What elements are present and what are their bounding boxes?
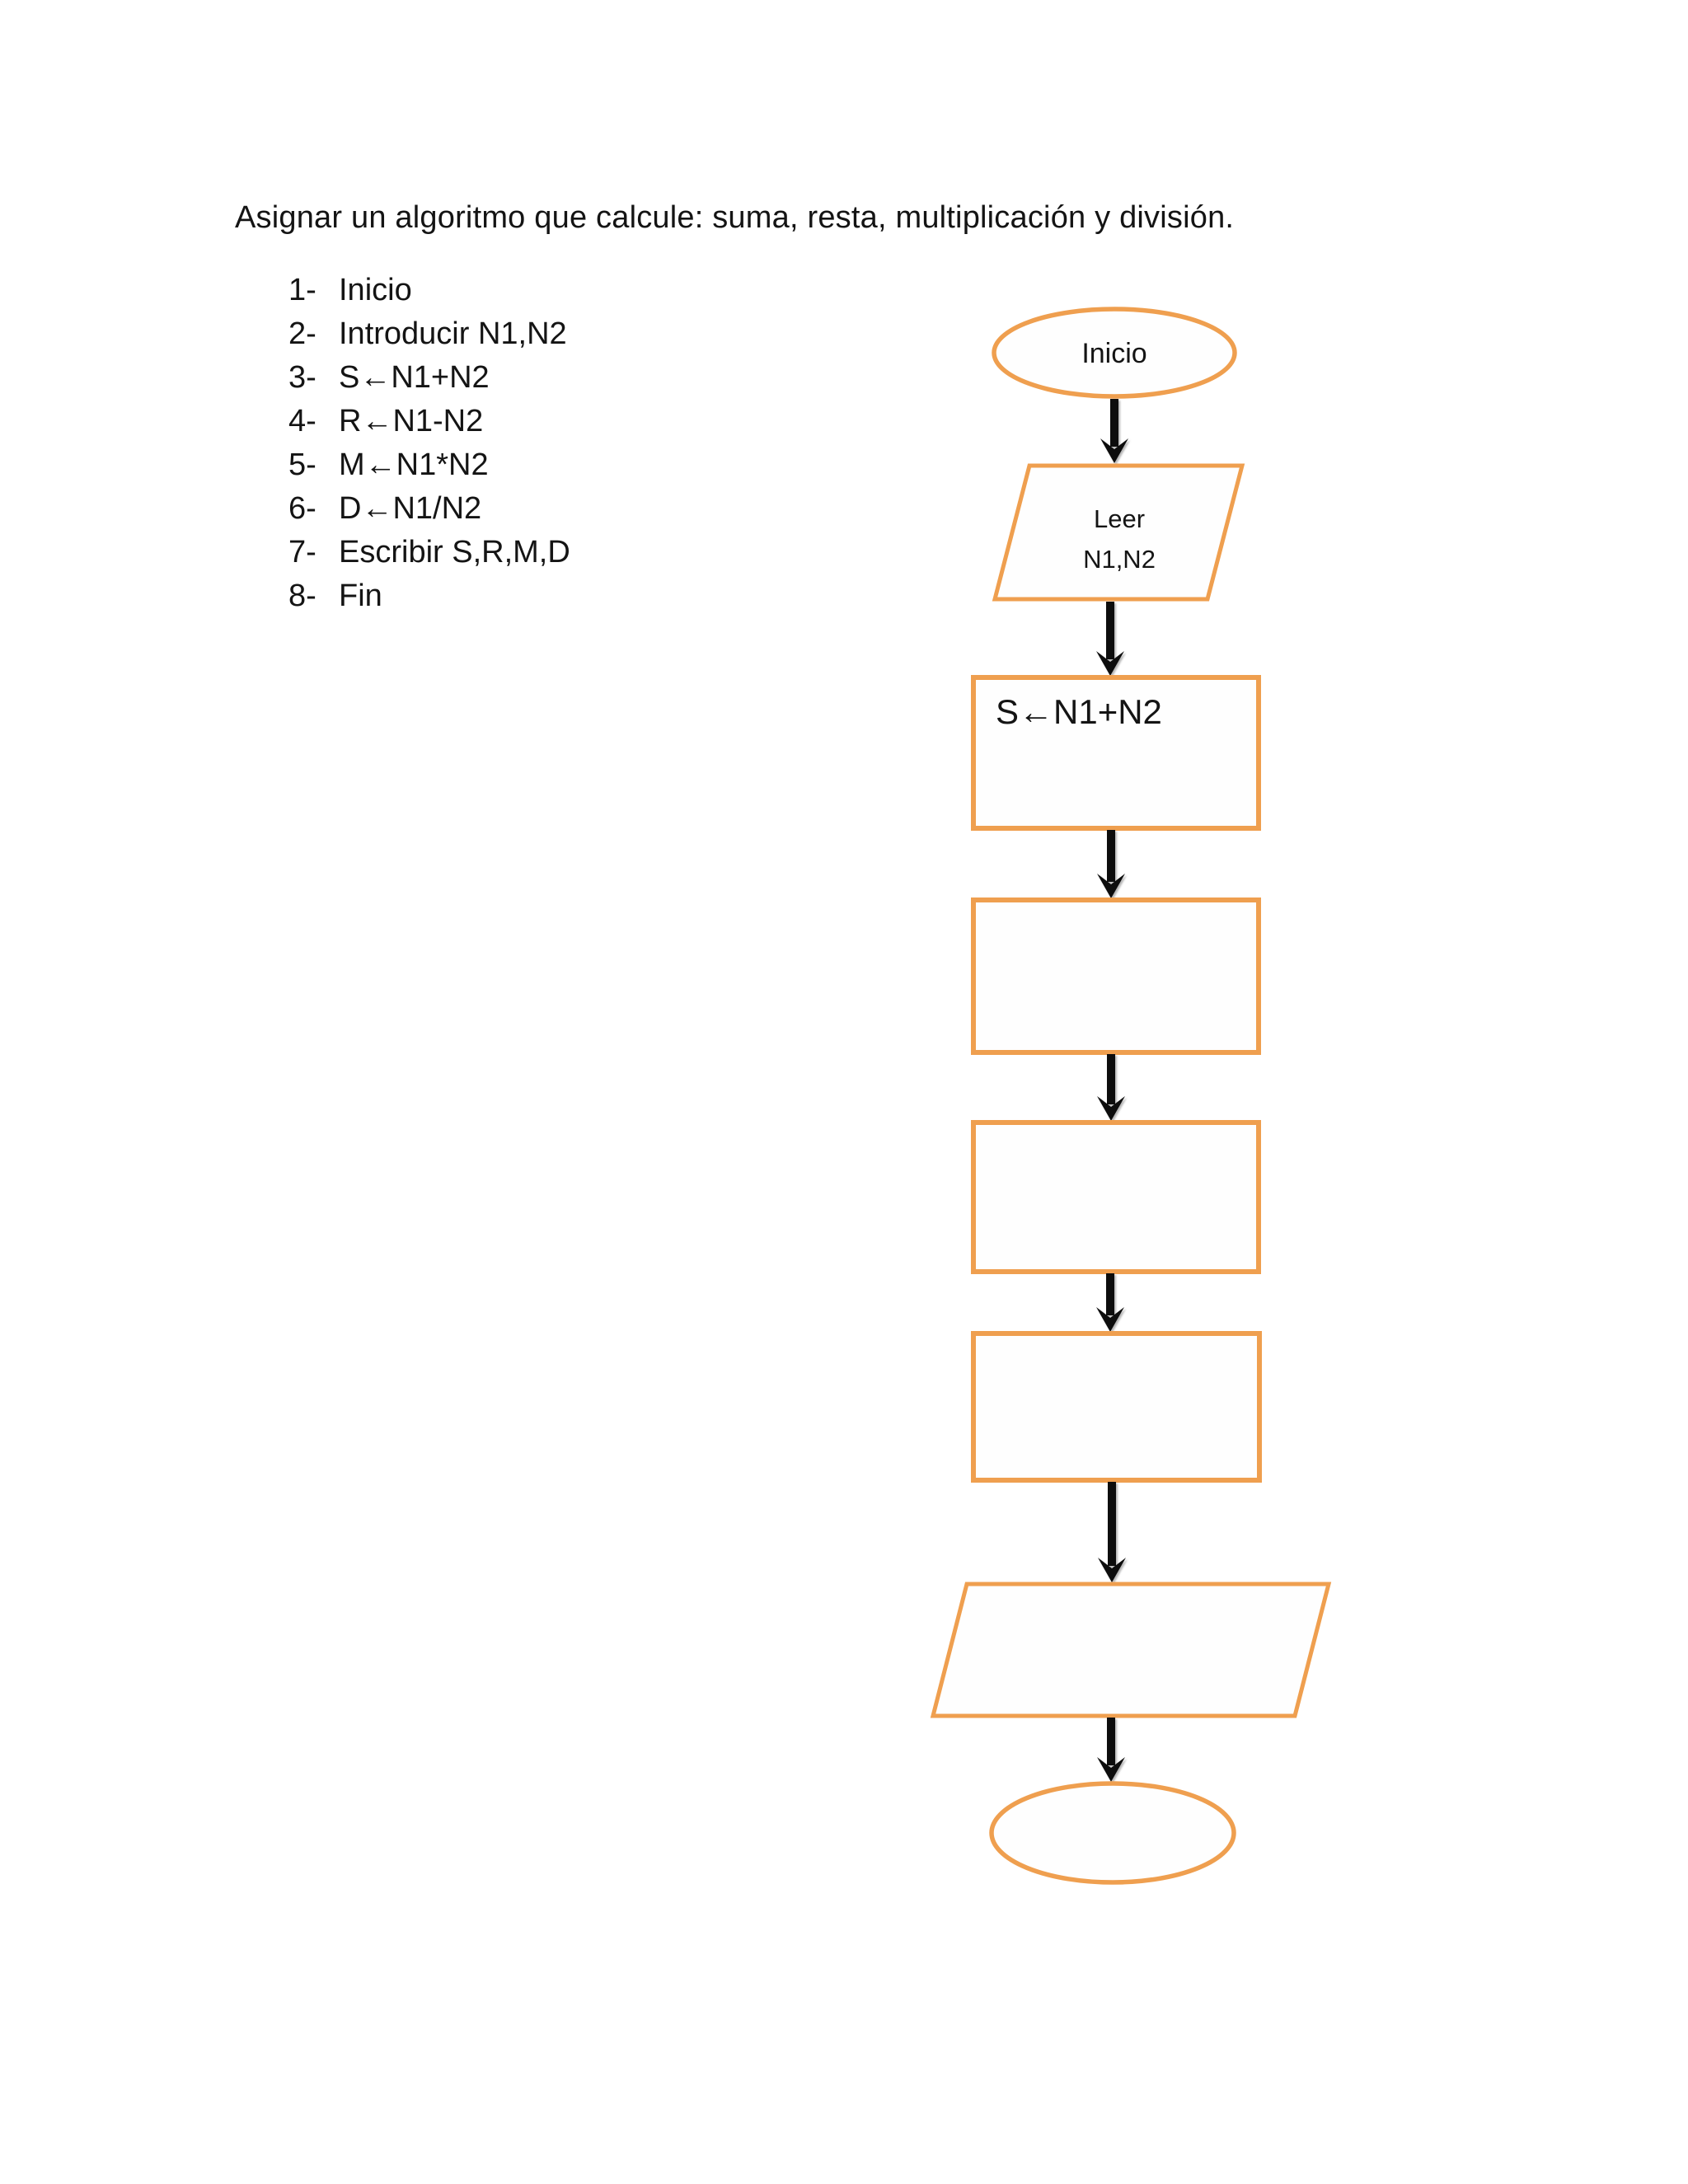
- sum-process-rect: [971, 675, 1261, 831]
- flow-arrow-7: [1097, 1718, 1125, 1782]
- flow-arrow-5: [1096, 1273, 1124, 1332]
- step-text: S←N1+N2: [339, 360, 490, 395]
- read-parallelogram: [992, 463, 1245, 602]
- step-number: 5-: [288, 448, 316, 482]
- step-text: Escribir S,R,M,D: [339, 535, 570, 569]
- step-text: Fin: [339, 579, 382, 613]
- page-title: Asignar un algoritmo que calcule: suma, …: [235, 200, 1235, 235]
- process-rect-3: [971, 1120, 1261, 1274]
- algorithm-step: 7- Escribir S,R,M,D: [288, 531, 570, 574]
- flow-arrow-2: [1096, 602, 1124, 676]
- algorithm-step: 5- M←N1*N2: [288, 443, 570, 487]
- algorithm-step: 8- Fin: [288, 574, 570, 618]
- step-number: 2-: [288, 316, 316, 351]
- algorithm-steps-list: 1- Inicio 2- Introducir N1,N2 3- S←N1+N2…: [288, 269, 570, 618]
- flow-arrow-6: [1098, 1482, 1126, 1582]
- sum-process-label: S←N1+N2: [996, 692, 1162, 731]
- process-rect-2: [971, 898, 1261, 1055]
- step-number: 4-: [288, 404, 316, 438]
- algorithm-step: 4- R←N1-N2: [288, 400, 570, 443]
- start-ellipse: [992, 307, 1237, 399]
- start-label: Inicio: [1081, 338, 1146, 369]
- step-text: D←N1/N2: [339, 491, 482, 526]
- step-text: R←N1-N2: [339, 404, 484, 438]
- flow-arrow-1: [1100, 399, 1128, 463]
- end-ellipse: [989, 1781, 1236, 1885]
- read-label-line1: Leer: [1094, 504, 1145, 533]
- step-number: 1-: [288, 273, 316, 307]
- algorithm-step: 3- S←N1+N2: [288, 356, 570, 400]
- step-number: 7-: [288, 535, 316, 569]
- flow-arrow-3: [1097, 830, 1125, 898]
- step-number: 8-: [288, 579, 316, 613]
- algorithm-step: 2- Introducir N1,N2: [288, 312, 570, 356]
- read-label-line2: N1,N2: [1083, 545, 1156, 574]
- flow-arrow-4: [1097, 1054, 1125, 1121]
- step-number: 6-: [288, 491, 316, 526]
- output-parallelogram: [930, 1582, 1332, 1718]
- process-rect-4: [971, 1331, 1262, 1483]
- step-text: M←N1*N2: [339, 448, 489, 482]
- algorithm-step: 1- Inicio: [288, 269, 570, 312]
- step-text: Introducir N1,N2: [339, 316, 567, 351]
- step-text: Inicio: [339, 273, 412, 307]
- step-number: 3-: [288, 360, 316, 395]
- algorithm-step: 6- D←N1/N2: [288, 487, 570, 531]
